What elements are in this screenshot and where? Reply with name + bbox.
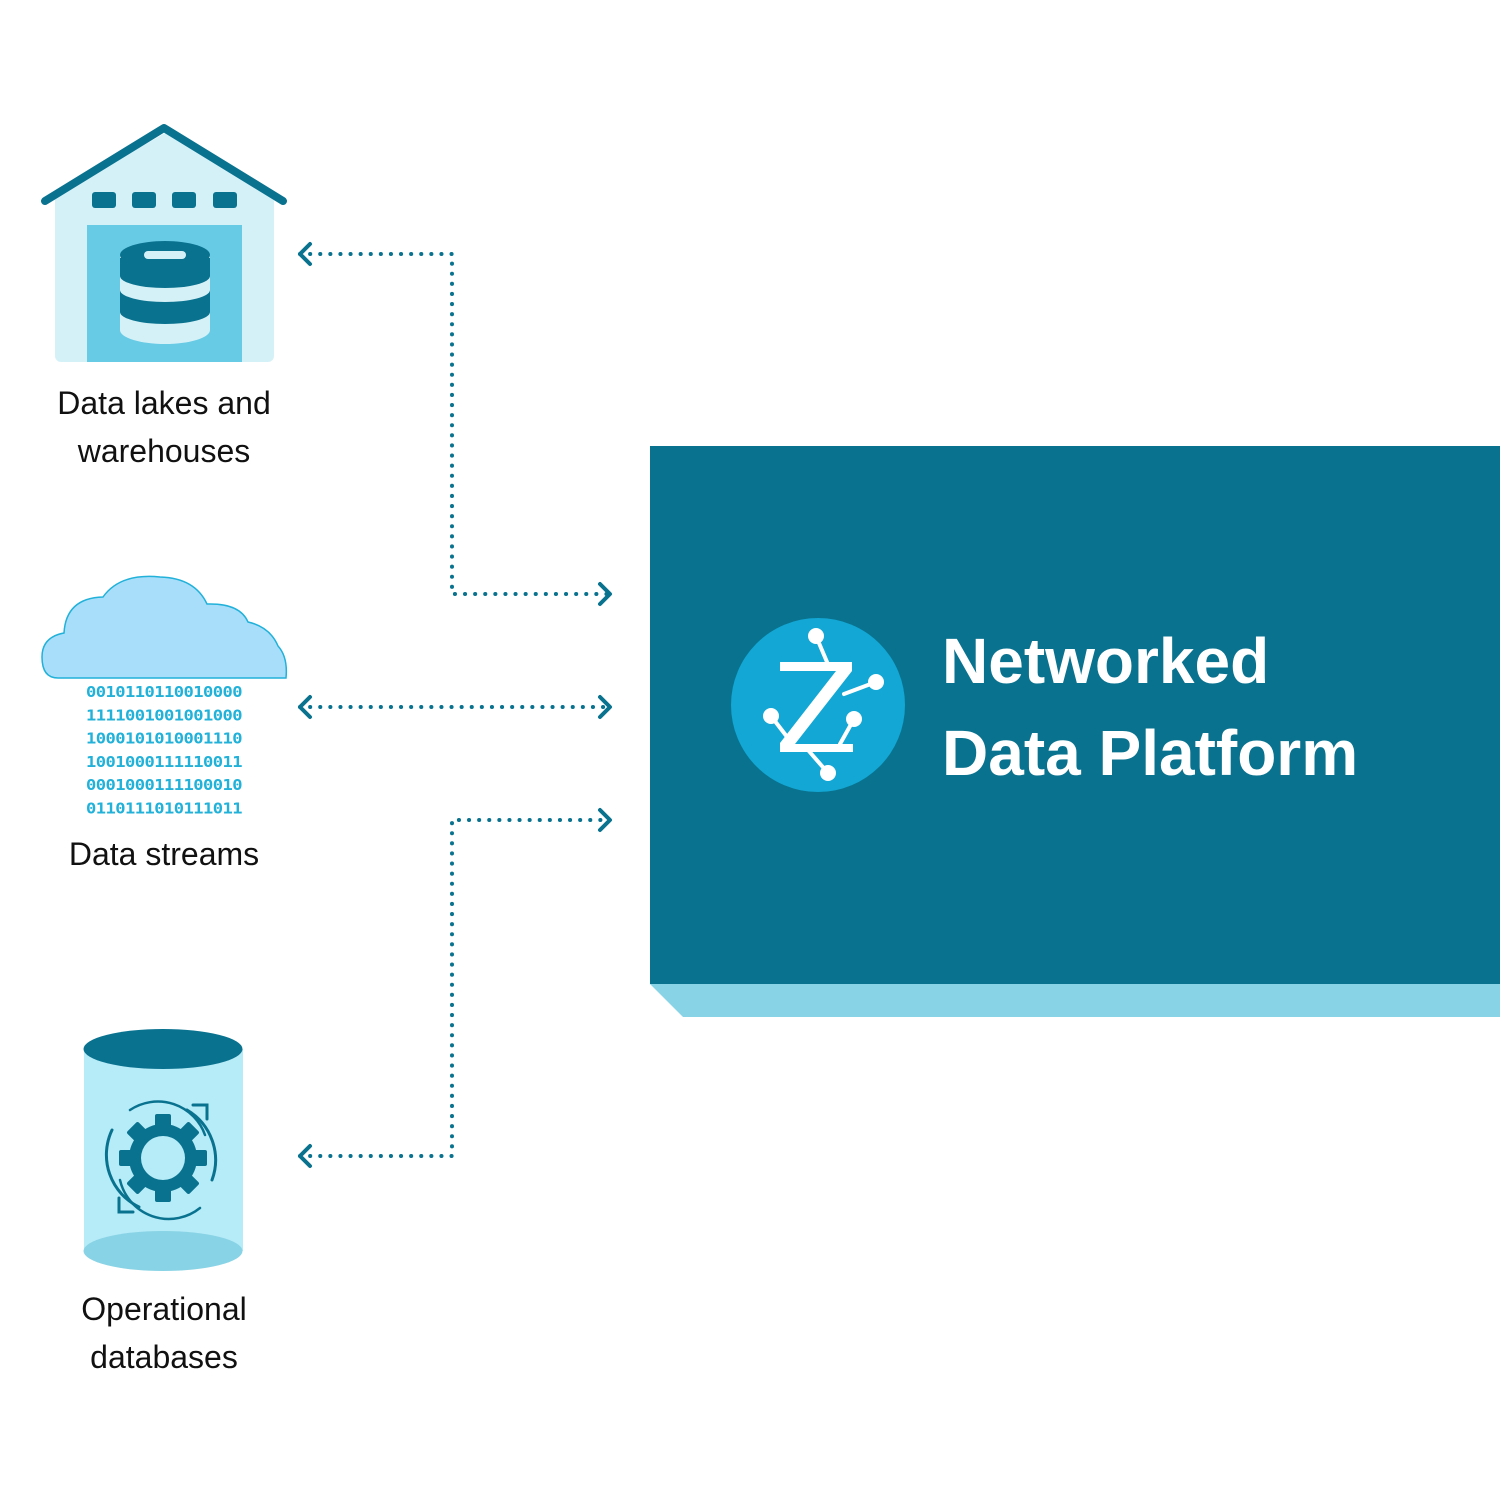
binary-row: 0001000111100010: [86, 776, 242, 794]
arrowhead-left: [298, 1144, 312, 1168]
database-gear-icon: [83, 1029, 243, 1271]
binary-row: 1111001001001000: [86, 706, 242, 724]
binary-row: 1000101010001110: [86, 730, 242, 748]
label-streams: Data streams: [14, 830, 314, 878]
arrowhead-right: [598, 695, 612, 719]
arrowhead-left: [298, 242, 312, 266]
platform-title: Networked Data Platform: [942, 615, 1358, 799]
label-line: Operational: [81, 1291, 247, 1327]
binary-row: 1001000111110011: [86, 753, 242, 771]
label-line: Data streams: [68, 836, 260, 872]
arrowhead-right: [598, 808, 612, 832]
label-databases: Operational databases: [14, 1285, 314, 1381]
platform-shadow: [650, 984, 1500, 1017]
binary-row: 0010110110010000: [86, 683, 242, 701]
arrowhead-right: [598, 582, 612, 606]
z-network-logo-icon: [731, 618, 905, 792]
label-lakes: Data lakes and warehouses: [14, 379, 314, 475]
binary-rows: 0010110110010000 1111001001001000 10001010…: [86, 683, 243, 818]
warehouse-icon: [41, 124, 287, 362]
label-line: databases: [90, 1339, 238, 1375]
connector-databases: [298, 808, 612, 1168]
label-line: Data lakes and: [57, 385, 271, 421]
platform-title-line: Data Platform: [942, 717, 1359, 789]
cloud-binary-icon: 0010110110010000 1111001001001000 10001010…: [41, 575, 288, 818]
label-line: warehouses: [77, 433, 251, 469]
connector-lakes: [298, 242, 612, 606]
connector-streams: [298, 695, 612, 719]
binary-row: 0110111010111011: [86, 800, 242, 818]
arrowhead-left: [298, 695, 312, 719]
platform-title-line: Networked: [942, 625, 1270, 697]
